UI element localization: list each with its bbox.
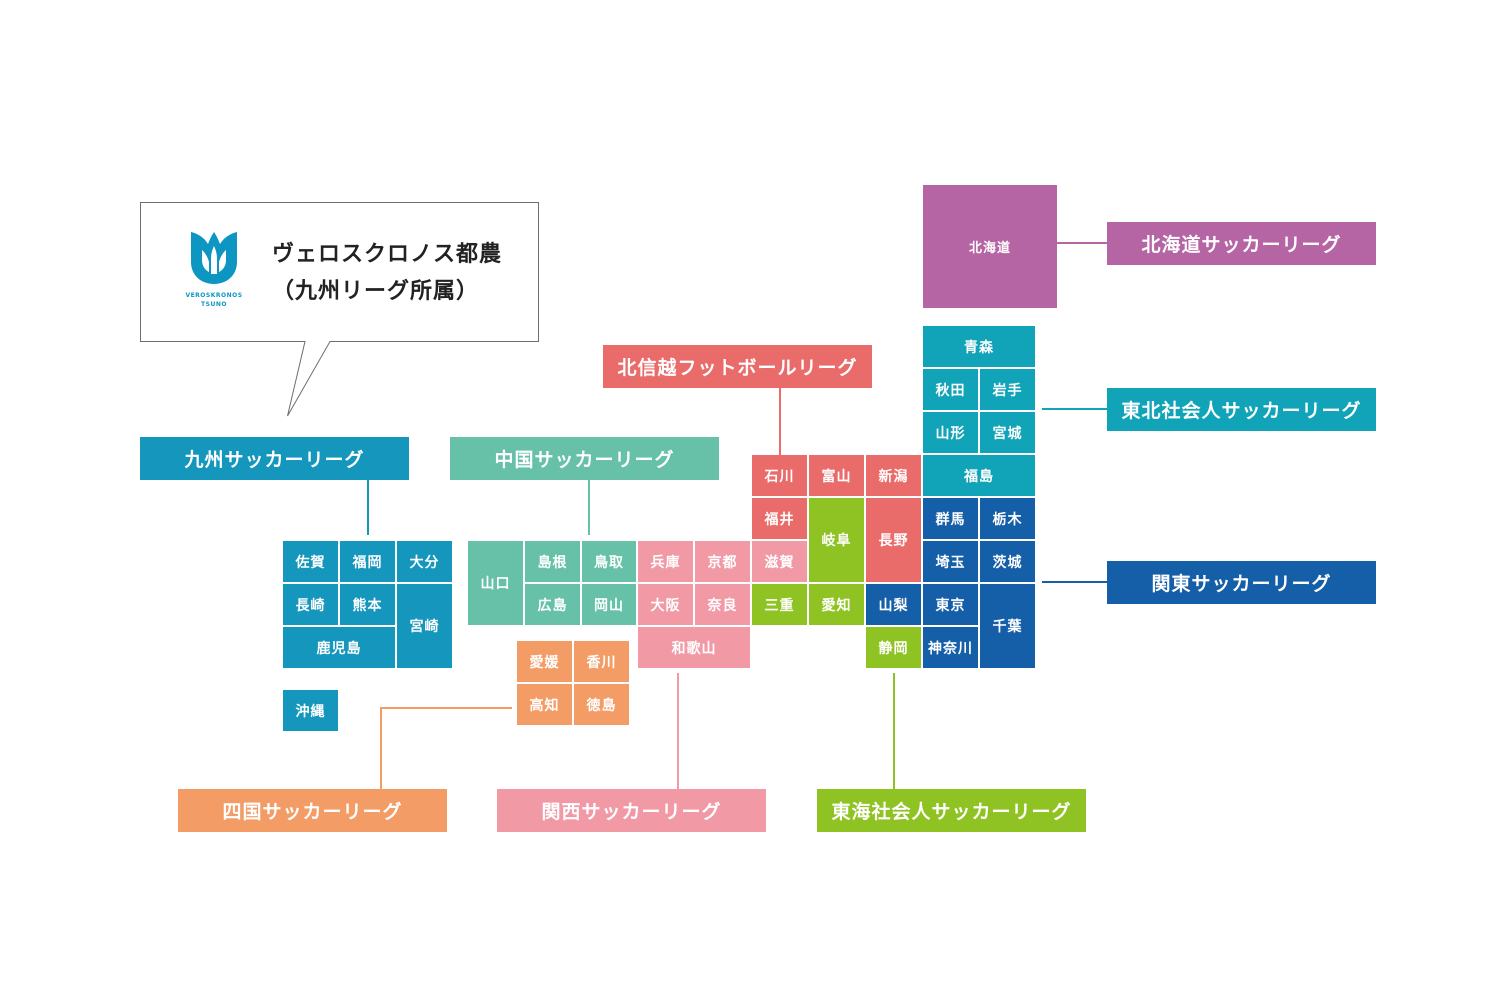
pref-oita: 大分 [397, 541, 452, 582]
connector-tokai [893, 673, 895, 790]
connector-shikoku-v [380, 707, 382, 790]
pref-osaka: 大阪 [638, 584, 693, 625]
pref-mie: 三重 [752, 584, 807, 625]
pref-shizuoka: 静岡 [866, 627, 921, 668]
pref-yamagata: 山形 [923, 412, 978, 453]
pref-saitama: 埼玉 [923, 541, 978, 582]
pref-okayama: 岡山 [582, 584, 636, 625]
league-label-shikoku: 四国サッカーリーグ [178, 789, 447, 832]
pref-fukushima: 福島 [923, 455, 1035, 496]
pref-saga: 佐賀 [283, 541, 338, 582]
connector-kyushu [367, 480, 369, 535]
pref-nagasaki: 長崎 [283, 584, 338, 625]
connector-chugoku [588, 480, 590, 535]
pref-gunma: 群馬 [923, 498, 978, 539]
pref-iwate: 岩手 [980, 369, 1035, 410]
pref-ehime: 愛媛 [517, 641, 572, 682]
league-label-tokai: 東海社会人サッカーリーグ [817, 789, 1086, 832]
logo-text-line2: TSUNO [201, 301, 227, 308]
connector-hokkaido [1057, 242, 1107, 244]
veroskronos-logo-icon [191, 232, 237, 284]
connector-kanto [1042, 581, 1107, 583]
pref-aomori: 青森 [923, 326, 1035, 367]
connector-shikoku-h [380, 707, 512, 709]
league-label-kansai: 関西サッカーリーグ [497, 789, 766, 832]
pref-kyoto: 京都 [695, 541, 750, 582]
pref-toyama: 富山 [809, 455, 864, 496]
pref-tochigi: 栃木 [980, 498, 1035, 539]
league-label-hokushinetsu: 北信越フットボールリーグ [603, 345, 872, 388]
pref-niigata: 新潟 [866, 455, 921, 496]
league-label-kyushu: 九州サッカーリーグ [140, 437, 409, 480]
pref-chiba: 千葉 [980, 584, 1035, 668]
pref-miyagi: 宮城 [980, 412, 1035, 453]
pref-miyazaki: 宮崎 [397, 584, 452, 668]
pref-yamaguchi: 山口 [468, 541, 523, 625]
pref-kochi: 高知 [517, 684, 572, 725]
pref-akita: 秋田 [923, 369, 978, 410]
pref-gifu: 岐阜 [809, 498, 864, 582]
pref-okinawa: 沖縄 [283, 690, 338, 731]
callout-text: ヴェロスクロノス都農 （九州リーグ所属） [272, 236, 502, 310]
connector-kansai [677, 673, 679, 790]
pref-fukui: 福井 [752, 498, 807, 539]
pref-shiga: 滋賀 [752, 541, 807, 582]
pref-ishikawa: 石川 [752, 455, 807, 496]
callout-line1: ヴェロスクロノス都農 [272, 242, 503, 267]
league-label-chugoku: 中国サッカーリーグ [450, 437, 719, 480]
callout-line2: （九州リーグ所属） [272, 279, 480, 304]
pref-hiroshima: 広島 [525, 584, 580, 625]
pref-shimane: 島根 [525, 541, 580, 582]
pref-nagano: 長野 [866, 498, 921, 582]
pref-tokyo: 東京 [923, 584, 978, 625]
pref-kumamoto: 熊本 [340, 584, 395, 625]
pref-ibaraki: 茨城 [980, 541, 1035, 582]
league-label-tohoku: 東北社会人サッカーリーグ [1107, 388, 1376, 431]
logo-text-line1: VEROSKRONOS [185, 292, 243, 299]
pref-hokkaido: 北海道 [923, 185, 1057, 308]
pref-fukuoka: 福岡 [340, 541, 395, 582]
pref-yamanashi: 山梨 [866, 584, 921, 625]
pref-tottori: 鳥取 [582, 541, 636, 582]
league-label-hokkaido: 北海道サッカーリーグ [1107, 222, 1376, 265]
pref-hyogo: 兵庫 [638, 541, 693, 582]
pref-aichi: 愛知 [809, 584, 864, 625]
pref-tokushima: 徳島 [574, 684, 629, 725]
league-label-kanto: 関東サッカーリーグ [1107, 561, 1376, 604]
pref-wakayama: 和歌山 [638, 627, 750, 668]
connector-tohoku [1042, 408, 1107, 410]
pref-kagoshima: 鹿児島 [283, 627, 395, 668]
pref-nara: 奈良 [695, 584, 750, 625]
pref-kagawa: 香川 [574, 641, 629, 682]
pref-kanagawa: 神奈川 [923, 627, 978, 668]
connector-hokushinetsu [779, 388, 781, 455]
